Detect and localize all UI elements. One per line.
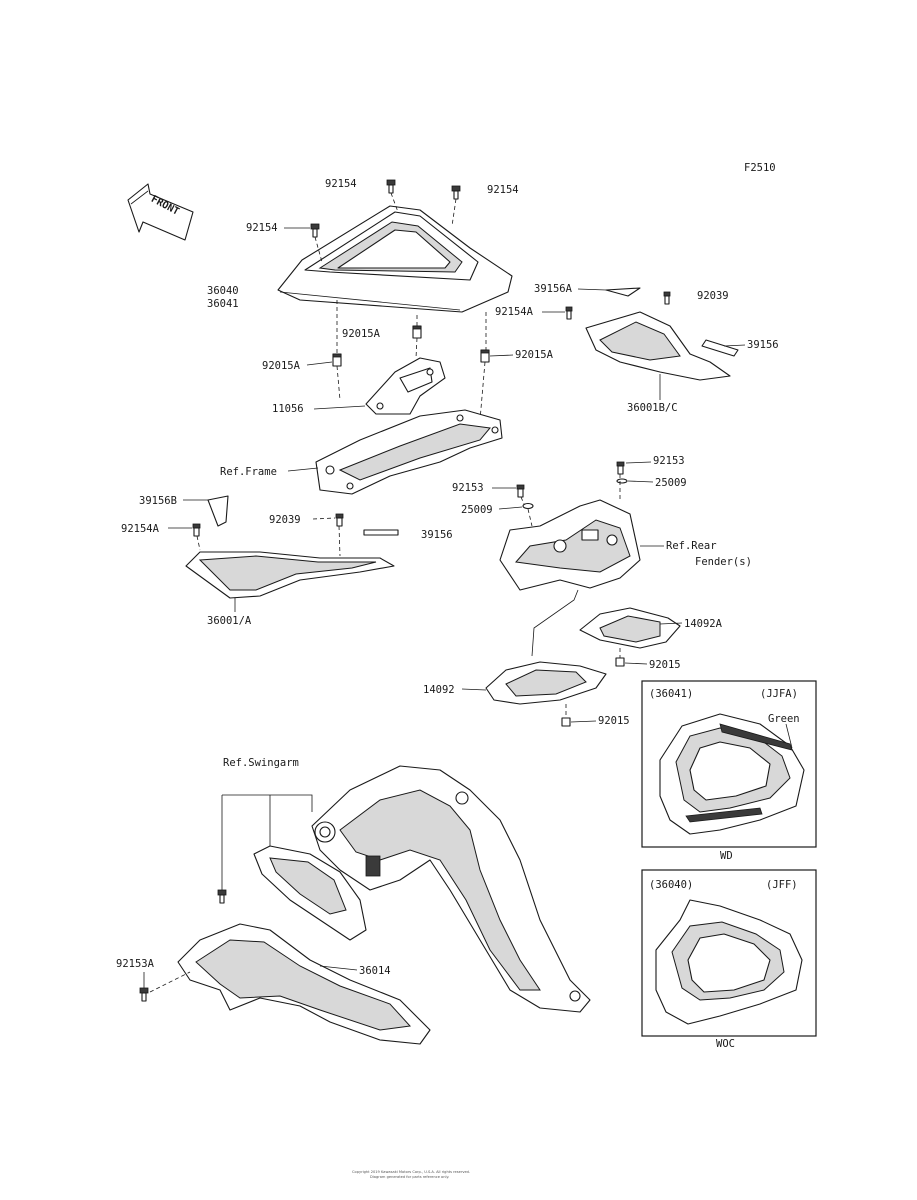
seat-cover-part	[277, 205, 513, 313]
label-ref-rear: Ref.Rear	[666, 540, 717, 552]
label-92154a-r: 92154A	[495, 306, 534, 318]
rear-frame-part	[315, 409, 503, 495]
nut-icon	[615, 657, 625, 667]
inset-bottom-panel	[641, 869, 817, 1037]
inset-top-panel	[641, 680, 817, 848]
figure-code: F2510	[744, 162, 776, 174]
washer-icon	[522, 502, 534, 510]
label-fender: Fender(s)	[695, 556, 752, 568]
label-14092a: 14092A	[684, 618, 723, 630]
bolt-icon	[139, 987, 149, 994]
label-92015a-c: 92015A	[515, 349, 554, 361]
chain-cover-part	[177, 845, 431, 1045]
screw-icon	[335, 513, 344, 519]
washer-icon	[616, 478, 628, 484]
label-92039-l: 92039	[269, 514, 301, 526]
inset-top-part: (36041)	[649, 688, 693, 700]
label-92015-l: 92015	[598, 715, 630, 727]
label-92015-r: 92015	[649, 659, 681, 671]
label-92153a: 92153A	[116, 958, 155, 970]
guard-right-part	[579, 607, 681, 649]
label-92015a-a: 92015A	[342, 328, 381, 340]
left-side-cover-part	[185, 495, 399, 599]
bolt-icon	[192, 523, 201, 529]
inset-top-variant: (JJFA)	[760, 688, 798, 700]
inset-top-color: Green	[768, 713, 800, 725]
swingarm-part	[311, 765, 591, 1013]
label-39156b: 39156B	[139, 495, 177, 507]
label-14092: 14092	[423, 684, 455, 696]
rear-fender-part	[499, 499, 641, 591]
bolt-icon	[516, 484, 525, 490]
label-92153-r: 92153	[653, 455, 685, 467]
screw-icon	[663, 291, 671, 297]
label-ref-frame: Ref.Frame	[220, 466, 277, 478]
label-ref-swingarm: Ref.Swingarm	[223, 757, 299, 769]
inset-top-caption: WD	[720, 850, 733, 862]
label-92154-c: 92154	[246, 222, 278, 234]
label-92039-r: 92039	[697, 290, 729, 302]
label-36001a: 36001/A	[207, 615, 252, 627]
nut-icon	[561, 717, 571, 727]
label-36001bc: 36001B/C	[627, 402, 678, 414]
label-92153-l: 92153	[452, 482, 484, 494]
inset-bottom-caption: WOC	[716, 1038, 735, 1050]
stay-part	[207, 495, 229, 527]
bolt-icon	[310, 179, 461, 238]
label-39156a: 39156A	[534, 283, 573, 295]
inset-bottom-variant: (JFF)	[766, 879, 798, 891]
guard-left-part	[485, 661, 607, 705]
right-side-cover-part	[585, 287, 739, 381]
copyright-line-2: Diagram generated for parts reference on…	[370, 1175, 450, 1179]
copyright-line-1: Copyright 2019 Kawasaki Motors Corp., U.…	[352, 1170, 470, 1174]
stay-part	[605, 287, 641, 297]
bolt-icon	[217, 889, 227, 896]
label-25009-r: 25009	[655, 477, 687, 489]
seat-bracket-part	[365, 357, 446, 415]
label-39156-r: 39156	[747, 339, 779, 351]
label-39156-l: 39156	[421, 529, 453, 541]
label-25009-l: 25009	[461, 504, 493, 516]
label-11056: 11056	[272, 403, 304, 415]
bolt-icon	[565, 306, 573, 312]
front-arrow-icon: FRONT	[127, 183, 194, 241]
label-92154a-l: 92154A	[121, 523, 160, 535]
label-92015a-b: 92015A	[262, 360, 301, 372]
label-92154-b: 92154	[487, 184, 519, 196]
inset-bottom-part: (36040)	[649, 879, 693, 891]
label-36040: 36040	[207, 285, 239, 297]
label-92154-a: 92154	[325, 178, 357, 190]
bolt-icon	[616, 461, 625, 467]
label-36014: 36014	[359, 965, 391, 977]
label-36041: 36041	[207, 298, 239, 310]
